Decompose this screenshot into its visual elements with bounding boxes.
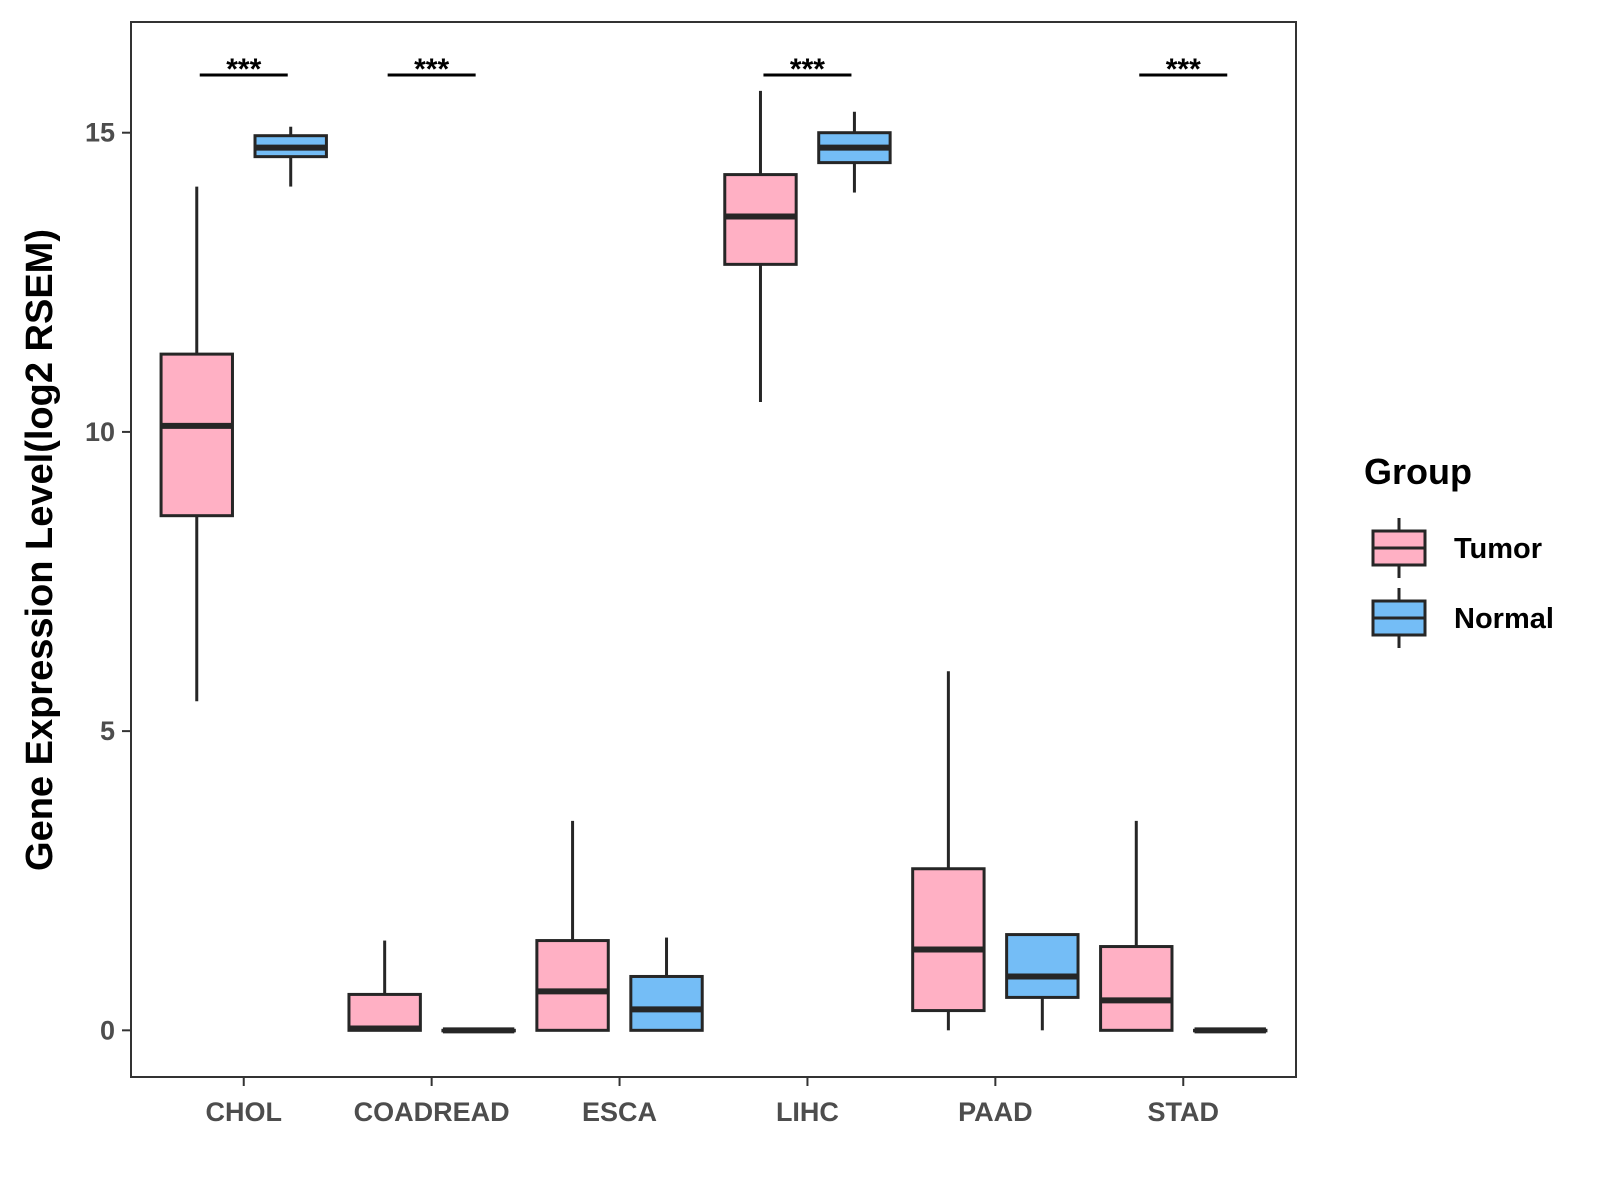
- legend-entry-normal: Normal: [1371, 588, 1554, 648]
- significance-label: ***: [790, 53, 825, 86]
- x-tick-label: ESCA: [582, 1097, 657, 1127]
- legend-label: Normal: [1454, 603, 1554, 635]
- box-normal-coadread: [441, 1027, 516, 1034]
- box-body: [347, 992, 422, 1032]
- x-tick-label: PAAD: [958, 1097, 1033, 1127]
- significance-label: ***: [226, 53, 261, 86]
- box-tumor-coadread: [347, 940, 422, 1032]
- box-normal-esca: [629, 937, 704, 1032]
- box-body: [535, 939, 610, 1032]
- box-normal-paad: [1005, 933, 1080, 1031]
- box-tumor-chol: [159, 186, 234, 702]
- box-body: [159, 352, 234, 518]
- box-tumor-stad: [1099, 820, 1174, 1032]
- significance-stad: ***: [1139, 53, 1228, 86]
- box-body: [1099, 945, 1174, 1032]
- box-tumor-paad: [911, 671, 986, 1031]
- y-tick-label: 10: [85, 417, 115, 447]
- y-axis-title: Gene Expression Level(log2 RSEM): [19, 229, 61, 871]
- box-body: [911, 867, 986, 1013]
- significance-label: ***: [1166, 53, 1201, 86]
- significance-lihc: ***: [763, 53, 852, 86]
- x-tick-label: COADREAD: [354, 1097, 510, 1127]
- y-tick-label: 0: [100, 1015, 115, 1045]
- box-normal-lihc: [817, 111, 892, 193]
- plot-panel-border: [130, 21, 1297, 1078]
- x-tick-label: STAD: [1148, 1097, 1220, 1127]
- y-tick-label: 5: [100, 716, 115, 746]
- legend-title: Group: [1364, 451, 1472, 492]
- box-normal-stad: [1193, 1027, 1268, 1034]
- box-body: [629, 974, 704, 1032]
- legend-label: Tumor: [1454, 533, 1542, 565]
- plot-area: *** *** *** ***: [159, 53, 1268, 1034]
- y-tick-label: 15: [85, 118, 115, 148]
- x-tick-label: CHOL: [205, 1097, 282, 1127]
- box-tumor-esca: [535, 820, 610, 1032]
- box-tumor-lihc: [723, 90, 798, 402]
- significance-coadread: ***: [387, 53, 476, 86]
- box-normal-chol: [253, 126, 328, 187]
- legend-entry-tumor: Tumor: [1371, 518, 1542, 578]
- significance-label: ***: [414, 53, 449, 86]
- significance-chol: ***: [199, 53, 288, 86]
- x-tick-label: LIHC: [776, 1097, 839, 1127]
- box-body: [1005, 933, 1080, 999]
